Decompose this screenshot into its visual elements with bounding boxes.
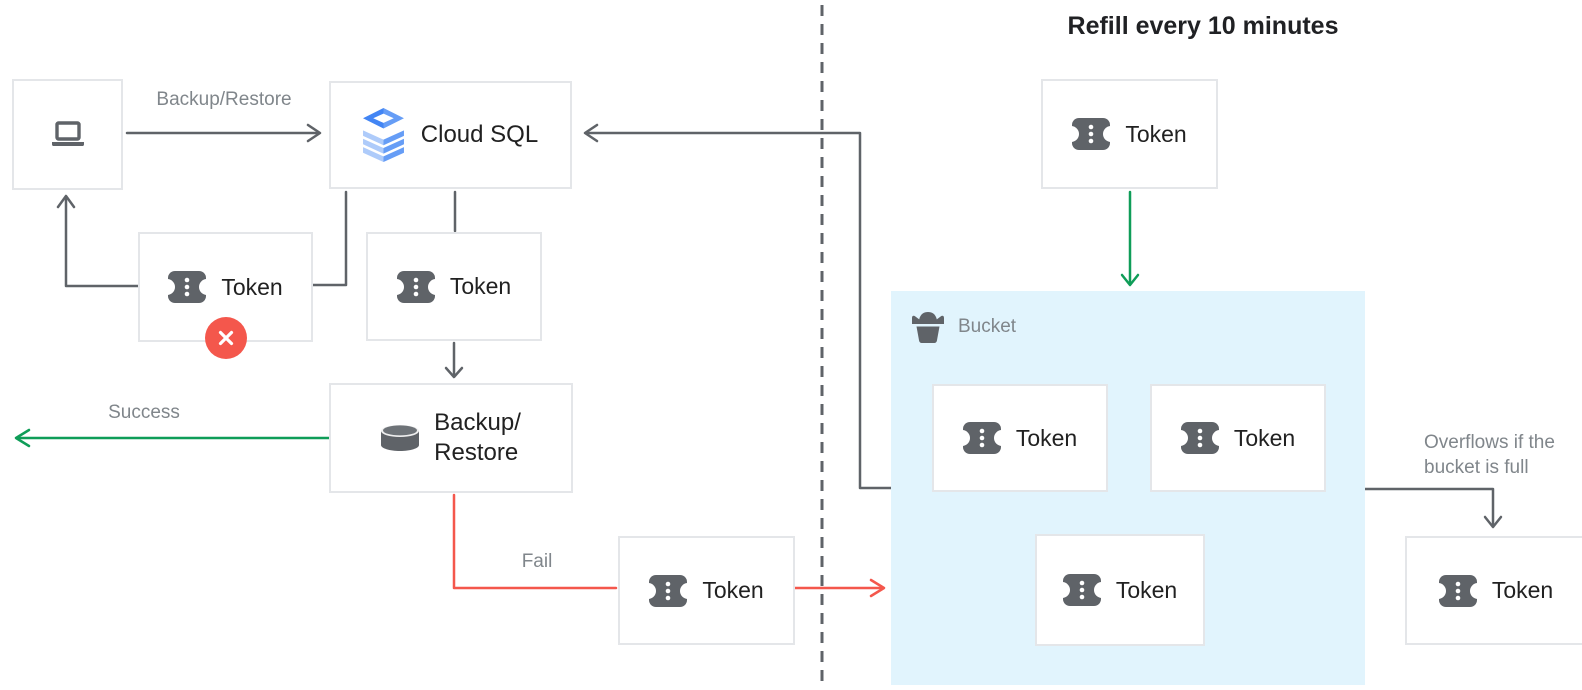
token-label: Token [702,577,764,603]
token-icon [1180,422,1219,454]
token-icon [1438,574,1477,607]
edge-label-fail: Fail [521,551,553,572]
token-box-bucket-1: Token [932,384,1108,492]
arrow-refill-head [1120,273,1140,287]
token-box-bucket-3: Token [1035,534,1205,646]
token-label: Token [1115,576,1178,603]
token-box-failed: Token [618,536,795,645]
token-box-rejected: Token [138,232,313,342]
token-icon [1072,118,1111,150]
cloud-sql-icon [362,108,404,162]
arrow-fail-to-bucket-head [869,578,886,598]
token-label: Token [1125,120,1187,147]
arrow-token-inuse-to-backup-head [444,366,464,379]
backup-restore-label-line1: Backup/ [434,409,521,436]
connector-token-rejected-to-cloudsql [311,190,348,287]
token-icon [396,270,435,303]
token-box-in-use: Token [366,232,542,341]
arrow-success-head [14,428,31,448]
token-label: Token [221,273,283,300]
diagram-title: Refill every 10 minutes [1067,12,1339,40]
edge-label-overflow-line2: bucket is full [1424,457,1529,478]
token-label: Token [1015,424,1078,451]
bucket-header: Bucket [909,311,1016,343]
error-badge [205,317,247,359]
token-label: Token [1491,577,1554,603]
arrow-client-to-cloudsql-head [306,123,322,143]
token-icon [168,271,207,303]
bucket-label: Bucket [958,316,1017,337]
x-icon [218,330,234,346]
backup-restore-label: Backup/ Restore [434,408,521,468]
backup-restore-label-line2: Restore [434,439,519,466]
edge-label-success: Success [108,402,180,423]
bucket-icon [912,312,944,343]
database-cylinder-icon [381,425,420,451]
cloud-sql-box: Cloud SQL [329,81,572,189]
arrow-bucket-to-cloudsql-head [583,123,599,143]
token-icon [649,574,688,607]
token-icon [1062,574,1101,606]
token-icon [962,422,1001,454]
arrow-bucket-to-cloudsql [584,131,893,490]
edge-label-overflow-line1: Overflows if the [1424,432,1555,453]
arrow-token-rejected-to-client-head [56,194,76,209]
edge-label-backup-restore: Backup/Restore [156,89,292,110]
arrow-overflow-head [1483,515,1503,529]
edge-label-overflow: Overflows if the bucket is full [1424,430,1555,480]
token-label: Token [1233,424,1296,451]
token-box-refill: Token [1041,79,1218,189]
cloud-sql-label: Cloud SQL [420,121,539,148]
arrow-token-rejected-to-client [64,196,140,288]
token-box-overflow: Token [1405,536,1582,645]
token-box-bucket-2: Token [1150,384,1326,492]
backup-restore-box: Backup/ Restore [329,383,573,493]
token-label: Token [449,273,512,299]
laptop-icon [51,121,84,146]
arrow-fail [452,493,618,590]
arrow-overflow [1363,487,1495,526]
client-box [12,79,123,190]
